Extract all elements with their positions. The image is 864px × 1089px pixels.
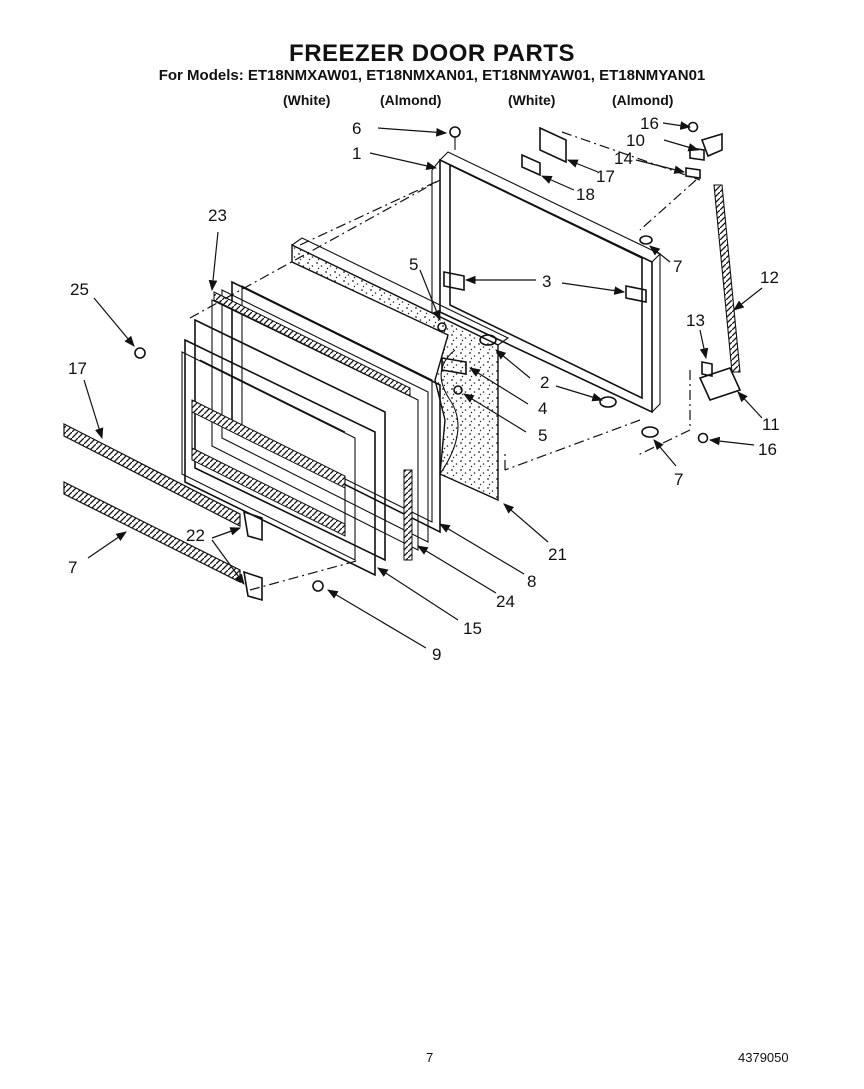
callout-21: 21	[548, 545, 567, 564]
callout-7-bottom: 7	[674, 470, 683, 489]
page-title: FREEZER DOOR PARTS	[289, 40, 575, 67]
callout-23: 23	[208, 206, 227, 225]
inner-door-liner	[181, 318, 386, 577]
callout-17-bottom: 7	[68, 558, 77, 577]
callout-16-bottom: 16	[758, 440, 777, 459]
hardware-parts	[134, 126, 659, 592]
variant-label-3: (White)	[508, 92, 556, 108]
callout-19: 18	[576, 185, 595, 204]
outer-door-panel	[431, 151, 661, 414]
callout-16-top: 16	[640, 114, 659, 133]
hinge-assembly	[637, 121, 742, 456]
callout-25: 25	[70, 280, 89, 299]
models-line: For Models: ET18NMXAW01, ET18NMXAN01, ET…	[158, 67, 706, 84]
gasket-strip	[213, 291, 411, 397]
callout-11: 11	[762, 415, 780, 434]
callout-7-top: 7	[673, 257, 682, 276]
callout-5-bottom: 5	[538, 426, 547, 445]
callout-18: 17	[596, 167, 615, 186]
variant-label-4: (Almond)	[612, 92, 674, 108]
callout-2: 2	[540, 373, 549, 392]
variant-label-2: (Almond)	[380, 92, 442, 108]
trim-strip	[403, 469, 413, 561]
callout-8: 8	[527, 572, 536, 591]
callout-4: 4	[538, 399, 547, 418]
callout-24: 24	[496, 592, 515, 611]
callout-5-top: 5	[409, 255, 418, 274]
callout-14: 14	[614, 149, 633, 168]
callout-15: 15	[463, 619, 482, 638]
handle-trim	[63, 423, 263, 602]
callout-13: 13	[686, 311, 705, 330]
insulation-panel	[291, 237, 510, 502]
callout-9: 9	[432, 645, 441, 664]
leader-arrows	[83, 121, 763, 649]
callout-17-top: 17	[68, 359, 87, 378]
callout-labels: 6 1 17 18 16 10 14 7 12 3 5 13 2 4 5 11 …	[68, 114, 780, 664]
variant-label-1: (White)	[283, 92, 331, 108]
callout-22: 22	[186, 526, 205, 545]
callout-1: 1	[352, 144, 361, 163]
callout-6: 6	[352, 119, 361, 138]
callout-10: 10	[626, 131, 645, 150]
callout-12: 12	[760, 268, 779, 287]
page-number: 7	[426, 1050, 434, 1065]
document-number: 4379050	[738, 1050, 789, 1065]
callout-3: 3	[542, 272, 551, 291]
